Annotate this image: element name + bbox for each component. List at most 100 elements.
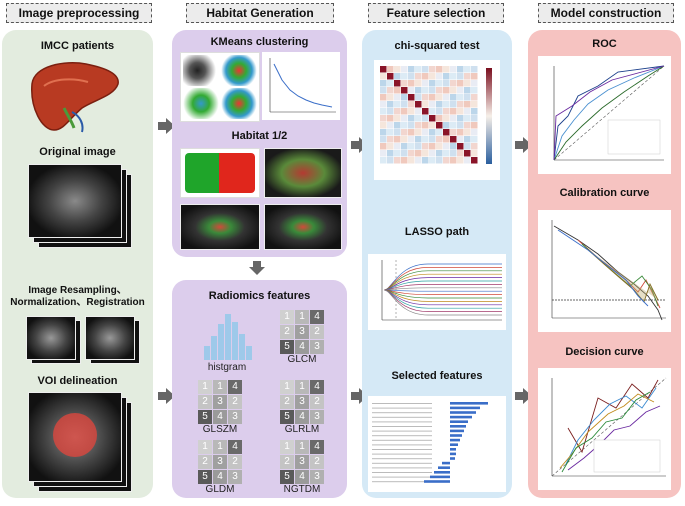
heatmap-cell [394,122,401,129]
heatmap-cell [457,136,464,143]
heatmap-cell [408,66,415,73]
matrix-cell: 5 [280,470,294,484]
matrix-cell: 3 [228,470,242,484]
heatmap-cell [450,129,457,136]
matrix-cell: 3 [228,410,242,424]
model-panel: ROC Calibration curve Decision curve [528,30,681,498]
matrix-cell: 1 [295,310,309,324]
heatmap-cell [471,101,478,108]
matrix-cell: 1 [198,440,212,454]
feature-name-line [372,416,432,418]
heatmap-cell [387,122,394,129]
heatmap-cell [464,66,471,73]
feature-name-line [372,462,432,464]
heatmap-cell [380,157,387,164]
feature-name-line [372,412,432,414]
arrow-icon [351,141,359,149]
heatmap-cell [443,115,450,122]
kmeans-scatter-grid [180,52,260,122]
feature-bar [438,466,450,469]
heatmap-cell [457,157,464,164]
heatmap-cell [415,66,422,73]
heatmap-cell [429,87,436,94]
heatmap-cell [457,150,464,157]
heatmap-cell [380,94,387,101]
feature-bar [450,402,488,405]
heatmap-cell [457,94,464,101]
selected-features-label: Selected features [391,370,483,382]
arrow-icon [158,392,166,400]
matrix-cell: 3 [295,455,309,469]
heatmap-cell [408,94,415,101]
heatmap-cell [380,108,387,115]
heatmap-cell [471,157,478,164]
resampling-label-1: Image Resampling、 [28,285,127,296]
heatmap-cell [387,101,394,108]
heatmap-cell [394,80,401,87]
habitat-slice-1 [180,204,260,250]
heatmap-cell [436,94,443,101]
heatmap-cell [387,66,394,73]
heatmap-cell [436,66,443,73]
heatmap-cell [408,122,415,129]
heatmap-cell [464,108,471,115]
kmeans-label: KMeans clustering [210,36,309,48]
heatmap-cell [443,108,450,115]
heatmap-cell [471,129,478,136]
arrow-icon [515,392,523,400]
feature-name-line [372,439,432,441]
heatmap-cell [464,115,471,122]
heatmap-cell [387,80,394,87]
matrix-cell: 1 [280,310,294,324]
heatmap-cell [380,80,387,87]
heatmap-cell [450,115,457,122]
selected-features-chart [368,396,506,492]
heatmap-cell [429,101,436,108]
heatmap-cell [450,136,457,143]
matrix-cell: 3 [310,410,324,424]
heatmap-cell [408,80,415,87]
heatmap-cell [436,73,443,80]
feature-bar [450,434,462,437]
heatmap-cell [457,66,464,73]
lasso-path [383,263,502,291]
habitat-3d-render [264,148,342,198]
roc-plot [538,56,671,174]
heatmap-cell [429,115,436,122]
heatmap-cell [401,108,408,115]
matrix-cell: 2 [280,325,294,339]
feature-bar [450,425,466,428]
heatmap-cell [415,73,422,80]
heatmap-cell [415,150,422,157]
matrix-cell: 3 [295,325,309,339]
heatmap-cell [429,129,436,136]
heatmap-cell [429,143,436,150]
heatmap-cell [394,101,401,108]
original-mri-image [28,164,122,238]
matrix-cell: 1 [280,380,294,394]
heatmap-cell [443,87,450,94]
heatmap-cell [387,157,394,164]
heatmap-cell [415,143,422,150]
heatmap-cell [401,115,408,122]
feature-name-line [372,407,432,409]
matrix-cell: 5 [198,470,212,484]
matrix-cell: 3 [213,395,227,409]
heatmap-cell [401,66,408,73]
heatmap-cell [457,143,464,150]
matrix-cell: 4 [213,410,227,424]
matrix-cell: 4 [213,470,227,484]
habitat12-label: Habitat 1/2 [231,130,288,142]
matrix-cell: 2 [228,455,242,469]
heatmap-cell [387,143,394,150]
voi-mri-image [28,392,122,482]
matrix-cell: 3 [213,455,227,469]
matrix-cell: 1 [198,380,212,394]
header-feature: Feature selection [368,3,504,23]
glszm-label: GLSZM [202,424,238,435]
heatmap-cell [380,66,387,73]
feature-bar [450,415,472,419]
matrix-cell: 3 [310,470,324,484]
